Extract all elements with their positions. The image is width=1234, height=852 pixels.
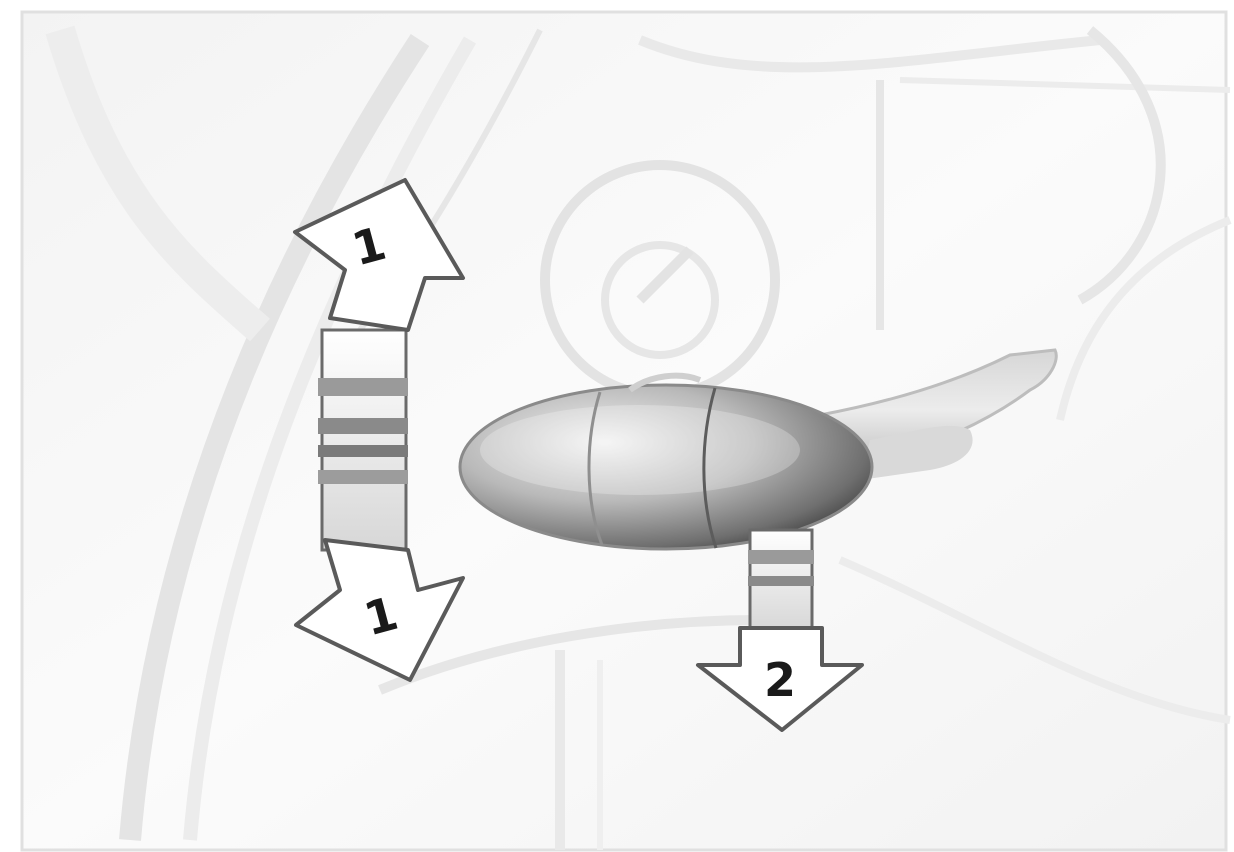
- arrow-label-pull: 2: [764, 653, 796, 707]
- arrow-shaft-stripes: [318, 330, 408, 550]
